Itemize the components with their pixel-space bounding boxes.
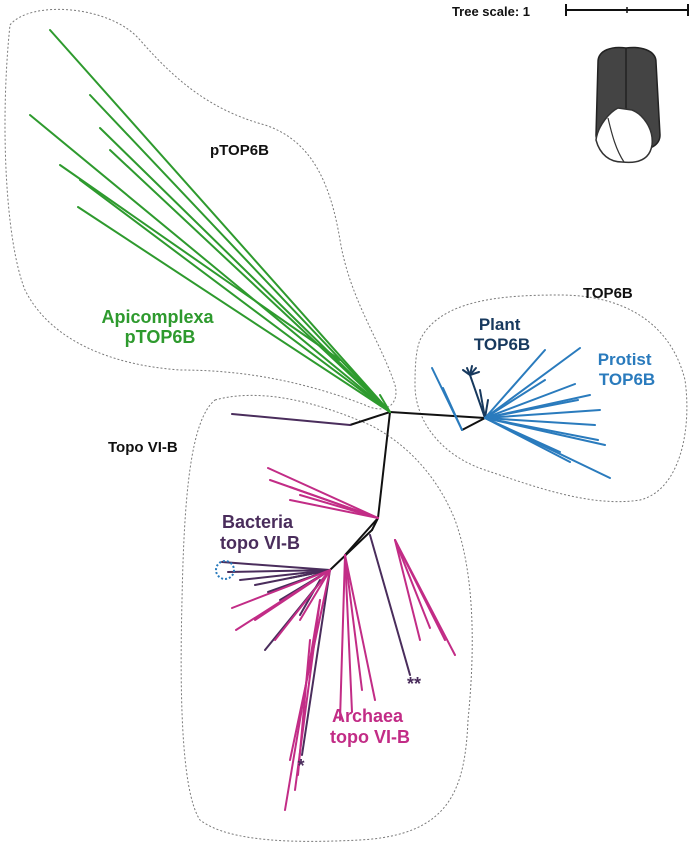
tree-branch xyxy=(484,417,606,446)
tree-branch xyxy=(289,499,379,519)
tree-branch xyxy=(484,379,546,419)
tree-branch xyxy=(274,569,331,641)
protist-label-line1: Protist xyxy=(598,350,652,369)
protist-label: Protist TOP6B xyxy=(598,350,657,389)
tree-branch xyxy=(484,409,601,419)
tree-branch xyxy=(269,479,379,519)
tree-branch xyxy=(479,389,486,419)
tree-branch xyxy=(297,639,311,776)
tree-branch xyxy=(254,569,331,621)
tree-branch xyxy=(461,417,486,431)
tree-branch xyxy=(484,417,596,426)
apicomplexa-label-line1: Apicomplexa xyxy=(101,307,214,327)
apicomplexa-label: Apicomplexa pTOP6B xyxy=(101,307,218,347)
plasmodium-merozoite-icon xyxy=(595,46,661,164)
tree-branch xyxy=(389,411,486,419)
tree-branch xyxy=(394,539,421,641)
tree-branch xyxy=(231,569,331,609)
tree-branch xyxy=(49,29,391,413)
tree-branch xyxy=(267,467,379,519)
bacteria-label-line2: topo VI-B xyxy=(220,533,300,553)
tree-branch xyxy=(231,413,351,426)
archaea-label-line1: Archaea xyxy=(332,706,404,726)
tree-scale-label: Tree scale: 1 xyxy=(452,4,530,19)
tree-branch xyxy=(377,411,391,519)
tree-branch xyxy=(99,127,391,413)
bacteria-label-line1: Bacteria xyxy=(222,512,294,532)
tree-branch xyxy=(221,561,331,571)
tree-branch xyxy=(227,569,331,573)
tree-branch xyxy=(301,569,331,756)
archaea-label: Archaea topo VI-B xyxy=(330,706,410,747)
tree-branch xyxy=(329,529,373,571)
double-asterisk-marker: ** xyxy=(407,674,421,694)
tree-branch xyxy=(284,599,321,811)
tree-scale-bar: Tree scale: 1 xyxy=(452,4,689,19)
tree-branch xyxy=(484,349,546,419)
plant-label-line2: TOP6B xyxy=(474,335,530,354)
tree-branch xyxy=(344,554,363,691)
tree-branch xyxy=(394,539,431,629)
apicomplexa-label-line2: pTOP6B xyxy=(125,327,196,347)
tree-branches xyxy=(29,29,611,811)
topovib-clade-title: Topo VI-B xyxy=(108,439,178,456)
plant-label: Plant TOP6B xyxy=(474,315,530,354)
tree-branch xyxy=(59,164,341,361)
tree-branch xyxy=(109,149,391,413)
tree-branch xyxy=(79,179,391,413)
tree-branch xyxy=(254,569,331,586)
tree-branch xyxy=(442,387,463,431)
tree-branch xyxy=(379,394,391,413)
tree-branch xyxy=(394,539,446,641)
tree-branch xyxy=(344,517,379,556)
archaea-label-line2: topo VI-B xyxy=(330,727,410,747)
top6b-clade-title: TOP6B xyxy=(583,285,633,302)
tree-branch xyxy=(77,206,391,413)
tree-branch xyxy=(484,383,576,419)
tree-branch xyxy=(239,569,331,581)
tree-branch xyxy=(369,534,411,676)
top6b-clade-outline xyxy=(414,294,688,503)
tree-branch xyxy=(484,417,561,453)
tree-branch xyxy=(349,411,391,426)
tree-branch xyxy=(484,399,489,419)
tree-branch xyxy=(484,347,581,419)
plant-label-line1: Plant xyxy=(479,315,521,334)
bacteria-label: Bacteria topo VI-B xyxy=(220,512,300,553)
single-asterisk-marker: * xyxy=(297,756,304,776)
protist-label-line2: TOP6B xyxy=(599,370,655,389)
tree-branch xyxy=(344,554,376,701)
tree-branch xyxy=(469,371,480,376)
tree-branch xyxy=(29,114,391,413)
tree-branch xyxy=(484,394,591,419)
tree-branch xyxy=(469,374,486,419)
tree-branch xyxy=(299,569,331,621)
tree-branch xyxy=(344,554,353,713)
ptop6b-clade-outline xyxy=(4,8,397,410)
highlight-dotted-circle xyxy=(215,560,235,580)
tree-branch xyxy=(339,554,346,721)
topovib-clade-outline xyxy=(180,394,473,842)
ptop6b-clade-title: pTOP6B xyxy=(210,142,269,159)
